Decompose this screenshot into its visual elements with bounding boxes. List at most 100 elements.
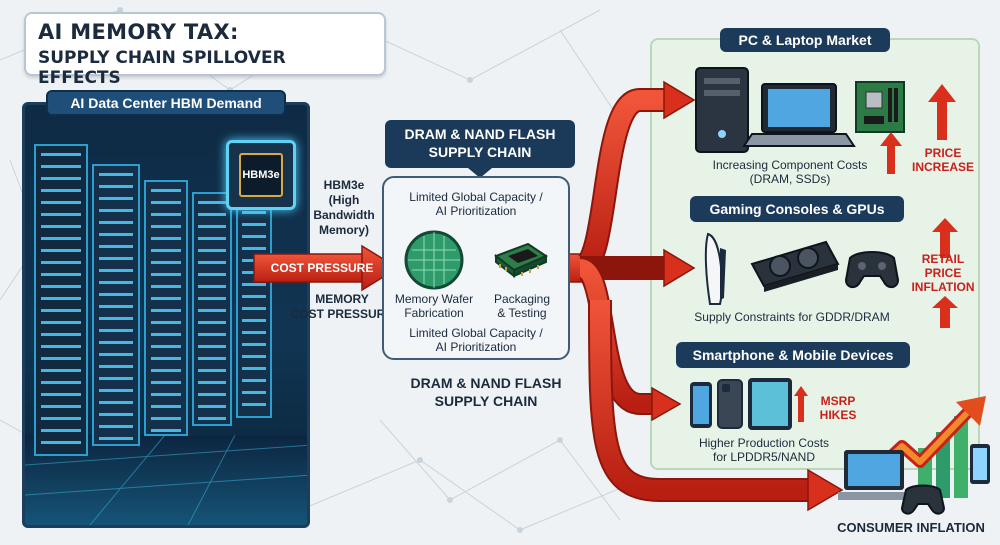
large-up-arrow-icon xyxy=(928,84,956,140)
rack-led xyxy=(242,223,266,226)
gaming-devices-illustration xyxy=(704,232,900,305)
rack-led xyxy=(242,367,266,370)
rack-led xyxy=(198,273,226,276)
rack-led xyxy=(41,189,81,192)
rack-led xyxy=(41,285,81,288)
header-pointer xyxy=(468,168,492,178)
rack-led xyxy=(99,209,133,212)
hbm-note: HBM3e (High Bandwidth Memory) xyxy=(313,178,375,237)
capacity-top-line-1: Limited Global Capacity / xyxy=(409,190,543,204)
rack-led xyxy=(99,293,133,296)
rack-led xyxy=(242,211,266,214)
rack-led xyxy=(99,233,133,236)
rack-led xyxy=(41,369,81,372)
phone-caption-line-2: for LPDDR5/NAND xyxy=(712,450,816,464)
rack-led xyxy=(151,273,181,276)
rack-led xyxy=(41,201,81,204)
rack-led xyxy=(99,413,133,416)
rack-led xyxy=(151,405,181,408)
smartphone-icon xyxy=(690,382,712,428)
rack-led xyxy=(41,273,81,276)
retail-up-arrow-icon xyxy=(932,218,958,258)
rack-led xyxy=(99,401,133,404)
rack-led xyxy=(151,213,181,216)
rack-led xyxy=(99,341,133,344)
desktop-tower-icon xyxy=(695,67,749,153)
rack-led xyxy=(41,213,81,216)
retail-line-3: INFLATION xyxy=(911,280,975,294)
rack-led xyxy=(99,185,133,188)
rack-led xyxy=(151,429,181,432)
rack-led xyxy=(151,369,181,372)
supply-chain-footer: DRAM & NAND FLASH SUPPLY CHAIN xyxy=(386,374,586,410)
hbm-chip-icon: HBM3e xyxy=(226,140,296,210)
rack-led xyxy=(41,393,81,396)
rack-led xyxy=(151,225,181,228)
rack-led xyxy=(99,197,133,200)
rack-led xyxy=(151,261,181,264)
rack-led xyxy=(41,309,81,312)
rack-led xyxy=(242,235,266,238)
rack-led xyxy=(198,333,226,336)
phone-caption-line-1: Higher Production Costs xyxy=(698,436,830,450)
price-increase-line-1: PRICE xyxy=(924,146,962,160)
rack-led xyxy=(198,381,226,384)
capacity-bottom-line-2: AI Prioritization xyxy=(435,340,517,354)
price-increase-note: PRICE INCREASE xyxy=(906,146,980,174)
rack-led xyxy=(99,173,133,176)
rack-led xyxy=(242,307,266,310)
rack-led xyxy=(242,343,266,346)
rack-led xyxy=(198,237,226,240)
rack-led xyxy=(151,237,181,240)
rack-led xyxy=(41,345,81,348)
packaging-line-2: & Testing xyxy=(497,306,547,320)
memory-note-line-2: COST PRESSURE xyxy=(290,307,394,321)
data-center-panel xyxy=(22,102,310,528)
rack-led xyxy=(151,297,181,300)
packaging-line-1: Packaging xyxy=(493,292,551,306)
rack-led xyxy=(198,225,226,228)
data-center-header: AI Data Center HBM Demand xyxy=(46,90,286,116)
gamepad-icon xyxy=(844,251,900,288)
pc-devices-illustration xyxy=(695,67,905,153)
rack-led xyxy=(198,369,226,372)
laptop-icon xyxy=(742,83,856,147)
rack-led xyxy=(151,417,181,420)
pc-caption: Increasing Component Costs (DRAM, SSDs) xyxy=(690,158,890,186)
rack-led xyxy=(151,381,181,384)
price-up-arrow-icon xyxy=(880,132,902,174)
consumer-gamepad-icon xyxy=(900,484,946,515)
rack-led xyxy=(41,225,81,228)
hbm-chip-label: HBM3e xyxy=(239,153,283,197)
graphics-card-icon xyxy=(750,240,840,292)
rack-led xyxy=(242,379,266,382)
rack-led xyxy=(41,297,81,300)
capacity-top-line-2: AI Prioritization xyxy=(435,204,517,218)
package-chip-icon xyxy=(493,242,549,279)
rack-led xyxy=(41,333,81,336)
consumer-laptop-icon xyxy=(838,450,916,500)
cost-pressure-label: COST PRESSURE xyxy=(270,261,374,275)
rack-led xyxy=(242,403,266,406)
rack-led xyxy=(242,295,266,298)
wafer-line-1: Memory Wafer xyxy=(394,292,474,306)
rack-led xyxy=(99,353,133,356)
rack-led xyxy=(99,437,133,440)
msrp-hikes-note: MSRP HIKES xyxy=(808,394,868,422)
rack-led xyxy=(99,269,133,272)
rack-led xyxy=(198,345,226,348)
rack-led xyxy=(41,261,81,264)
supply-chain-header: DRAM & NAND FLASH SUPPLY CHAIN xyxy=(385,120,575,168)
retail-price-inflation-note: RETAIL PRICE INFLATION xyxy=(906,252,980,294)
rack-led xyxy=(99,305,133,308)
smartphone-caption: Higher Production Costs for LPDDR5/NAND xyxy=(664,436,864,464)
title-line-2: SUPPLY CHAIN SPILLOVER EFFECTS xyxy=(38,48,286,88)
wafer-line-2: Fabrication xyxy=(404,306,464,320)
smartphone-header: Smartphone & Mobile Devices xyxy=(676,342,910,368)
supply-chain-header-line-1: DRAM & NAND FLASH xyxy=(404,126,556,142)
memory-note-line-1: MEMORY xyxy=(315,292,369,306)
rack-led xyxy=(41,417,81,420)
rack-led xyxy=(151,285,181,288)
title-box: AI MEMORY TAX: SUPPLY CHAIN SPILLOVER EF… xyxy=(24,12,386,88)
rack-led xyxy=(41,441,81,444)
